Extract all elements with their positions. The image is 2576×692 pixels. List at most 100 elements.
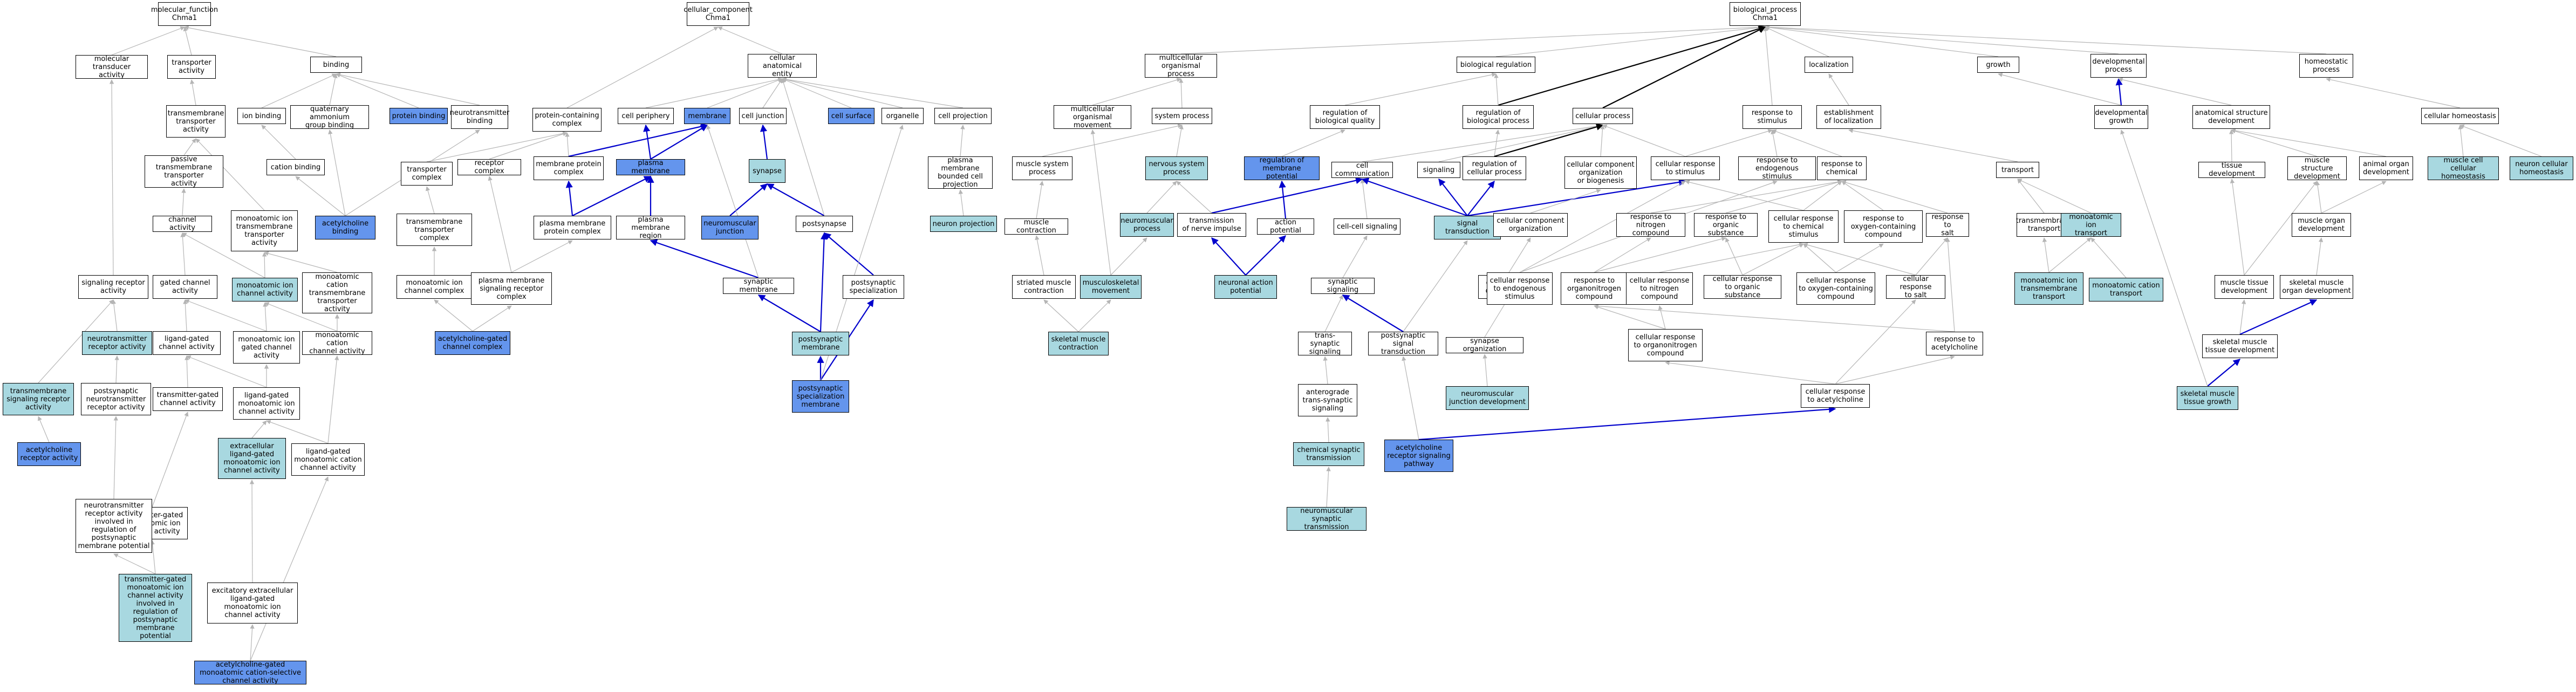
go-term-node-mop[interactable]: multicellular organismal process: [1145, 54, 1217, 78]
go-term-node-crtonc[interactable]: cellular response to organonitrogen comp…: [1628, 329, 1703, 361]
go-term-node-ccob[interactable]: cellular component organization or bioge…: [1564, 156, 1637, 189]
go-term-node-trans[interactable]: transport: [1996, 162, 2039, 178]
go-term-node-nmp[interactable]: neuromuscular process: [1120, 213, 1174, 237]
go-term-node-pss[interactable]: postsynaptic specialization: [843, 275, 904, 299]
go-term-node-pnra[interactable]: postsynaptic neurotransmitter receptor a…: [81, 383, 151, 415]
go-term-node-mem[interactable]: membrane: [684, 108, 730, 124]
go-term-node-chom[interactable]: cellular homeostasis: [2421, 108, 2499, 124]
go-term-node-rtonc[interactable]: response to organonitrogen compound: [1561, 272, 1628, 305]
go-term-node-tcx[interactable]: transporter complex: [401, 162, 453, 186]
go-term-node-bp[interactable]: biological_process Chma1: [1730, 2, 1801, 26]
go-term-node-ntra[interactable]: neurotransmitter receptor activity: [82, 331, 152, 355]
go-term-node-achgmcca[interactable]: acetylcholine-gated monoatomic cation-se…: [194, 661, 306, 685]
go-term-node-rtc[interactable]: response to chemical: [1817, 156, 1867, 180]
go-term-node-cc[interactable]: cellular_component Chma1: [684, 2, 753, 26]
go-term-node-devg[interactable]: developmental growth: [2094, 105, 2148, 129]
go-term-node-cjun[interactable]: cell junction: [739, 108, 787, 124]
go-term-node-crtc[interactable]: cellular response to chemical stimulus: [1768, 210, 1839, 243]
go-term-node-rmp[interactable]: regulation of membrane potential: [1244, 156, 1320, 181]
go-term-node-mcta[interactable]: monoatomic cation transmembrane transpor…: [302, 272, 372, 313]
go-term-node-pm[interactable]: plasma membrane: [616, 159, 685, 175]
go-term-node-cha[interactable]: channel activity: [153, 216, 212, 232]
go-term-node-achrsp[interactable]: acetylcholine receptor signaling pathway: [1384, 440, 1453, 472]
go-term-node-achra[interactable]: acetylcholine receptor activity: [17, 442, 81, 466]
go-term-node-skmc[interactable]: skeletal muscle contraction: [1048, 332, 1109, 355]
go-term-node-pst[interactable]: postsynaptic signal transduction: [1368, 332, 1438, 356]
go-term-node-sysp[interactable]: system process: [1152, 108, 1212, 124]
go-term-node-momv[interactable]: multicellular organismal movement: [1054, 105, 1131, 129]
go-term-node-csurf[interactable]: cell surface: [828, 108, 874, 124]
go-term-node-ptta[interactable]: passive transmembrane transporter activi…: [145, 155, 223, 188]
go-term-node-cper[interactable]: cell periphery: [618, 108, 674, 124]
go-term-node-nsp[interactable]: nervous system process: [1145, 156, 1208, 180]
go-term-node-nrar[interactable]: neurotransmitter receptor activity invol…: [76, 499, 152, 553]
go-term-node-ionb[interactable]: ion binding: [237, 108, 286, 124]
go-term-node-mta[interactable]: molecular transducer activity: [76, 55, 148, 79]
go-term-node-achb[interactable]: acetylcholine binding: [315, 216, 375, 239]
go-term-node-rtach[interactable]: response to acetylcholine: [1926, 332, 1983, 355]
go-term-node-rcp[interactable]: regulation of cellular process: [1463, 156, 1526, 180]
go-term-node-syn[interactable]: synapse: [749, 159, 785, 183]
go-term-node-ntb[interactable]: neurotransmitter binding: [450, 105, 509, 129]
go-term-node-ta[interactable]: transporter activity: [167, 55, 216, 79]
go-term-node-mccha[interactable]: monoatomic cation channel activity: [302, 331, 372, 355]
go-term-node-eelgmica[interactable]: excitatory extracellular ligand-gated mo…: [207, 583, 298, 624]
go-term-node-mod[interactable]: muscle organ development: [2292, 213, 2351, 237]
go-term-node-qagb[interactable]: quaternary ammonium group binding: [290, 105, 369, 129]
go-term-node-smtg[interactable]: skeletal muscle tissue growth: [2177, 386, 2238, 410]
go-term-node-pssm[interactable]: postsynaptic specialization membrane: [792, 380, 849, 413]
go-term-node-bind[interactable]: binding: [310, 57, 362, 73]
go-term-node-cst[interactable]: chemical synaptic transmission: [1293, 442, 1364, 466]
go-term-node-nproj[interactable]: neuron projection: [930, 216, 997, 232]
go-term-node-loc[interactable]: localization: [1805, 57, 1853, 73]
go-term-node-posts[interactable]: postsynapse: [796, 216, 853, 232]
go-term-node-rbq[interactable]: regulation of biological quality: [1310, 105, 1380, 129]
go-term-node-crtes[interactable]: cellular response to endogenous stimulus: [1487, 272, 1553, 305]
go-term-node-crtnc[interactable]: cellular response to nitrogen compound: [1626, 272, 1693, 305]
go-term-node-tgmicar[interactable]: transmitter-gated monoatomic ion channel…: [119, 574, 192, 642]
go-term-node-ccs[interactable]: cell-cell signaling: [1334, 218, 1400, 235]
go-term-node-synsig[interactable]: synaptic signaling: [1311, 278, 1375, 294]
go-term-node-rtnc[interactable]: response to nitrogen compound: [1616, 213, 1685, 237]
go-term-node-catb[interactable]: cation binding: [267, 159, 325, 175]
go-term-node-ccom[interactable]: cell communication: [1331, 162, 1393, 178]
go-term-node-mf[interactable]: molecular_function Chma1: [151, 2, 218, 26]
go-term-node-pmpc[interactable]: plasma membrane protein complex: [534, 216, 611, 239]
go-term-node-rtes[interactable]: response to endogenous stimulus: [1738, 156, 1816, 181]
go-term-node-homp[interactable]: homeostatic process: [2299, 54, 2353, 78]
go-term-node-msdev[interactable]: muscle structure development: [2287, 156, 2347, 181]
go-term-node-protb[interactable]: protein binding: [390, 108, 448, 124]
go-term-node-breg[interactable]: biological regulation: [1457, 57, 1535, 73]
go-term-node-ap[interactable]: action potential: [1257, 218, 1314, 235]
go-term-node-crtos[interactable]: cellular response to organic substance: [1704, 275, 1781, 299]
go-term-node-mchom[interactable]: muscle cell cellular homeostasis: [2428, 156, 2499, 181]
go-term-node-grow[interactable]: growth: [1977, 57, 2019, 73]
go-term-node-crtsalt[interactable]: cellular response to salt: [1886, 275, 1945, 299]
go-term-node-cproj[interactable]: cell projection: [934, 108, 992, 124]
go-term-node-mitmt[interactable]: monoatomic ion transmembrane transport: [2014, 272, 2083, 305]
go-term-node-rtos[interactable]: response to organic substance: [1694, 213, 1758, 237]
go-term-node-mitr[interactable]: monoatomic ion transport: [2061, 213, 2121, 237]
go-term-node-cellp[interactable]: cellular process: [1573, 108, 1633, 124]
go-term-node-st[interactable]: signal transduction: [1434, 216, 1501, 239]
go-term-node-smc[interactable]: striated muscle contraction: [1012, 275, 1076, 299]
go-term-node-pmsrc[interactable]: plasma membrane signaling receptor compl…: [471, 272, 552, 305]
go-term-node-tsra[interactable]: transmembrane signaling receptor activit…: [3, 383, 74, 415]
go-term-node-micx[interactable]: monoatomic ion channel complex: [397, 275, 472, 299]
go-term-node-eol[interactable]: establishment of localization: [1816, 105, 1881, 129]
go-term-node-nmjdev[interactable]: neuromuscular junction development: [1446, 386, 1529, 410]
go-term-node-synorg[interactable]: synapse organization: [1446, 337, 1523, 353]
go-term-node-elgmica[interactable]: extracellular ligand-gated monoatomic io…: [218, 438, 286, 479]
go-term-node-nap[interactable]: neuronal action potential: [1214, 275, 1277, 299]
go-term-node-crs[interactable]: cellular response to stimulus: [1651, 156, 1720, 180]
go-term-node-psm[interactable]: postsynaptic membrane: [792, 332, 849, 355]
go-term-node-gca[interactable]: gated channel activity: [153, 275, 217, 299]
go-term-node-nchom[interactable]: neuron cellular homeostasis: [2510, 156, 2573, 180]
go-term-node-devp[interactable]: developmental process: [2090, 54, 2147, 78]
go-term-node-nmj[interactable]: neuromuscular junction: [701, 216, 759, 239]
go-term-node-pmbcp[interactable]: plasma membrane bounded cell projection: [928, 156, 993, 189]
go-term-node-tgca[interactable]: transmitter-gated channel activity: [153, 387, 223, 411]
go-term-node-mica[interactable]: monoatomic ion channel activity: [232, 278, 298, 302]
go-term-node-asdev[interactable]: anatomical structure development: [2192, 105, 2270, 129]
go-term-node-sig[interactable]: signaling: [1417, 162, 1460, 178]
